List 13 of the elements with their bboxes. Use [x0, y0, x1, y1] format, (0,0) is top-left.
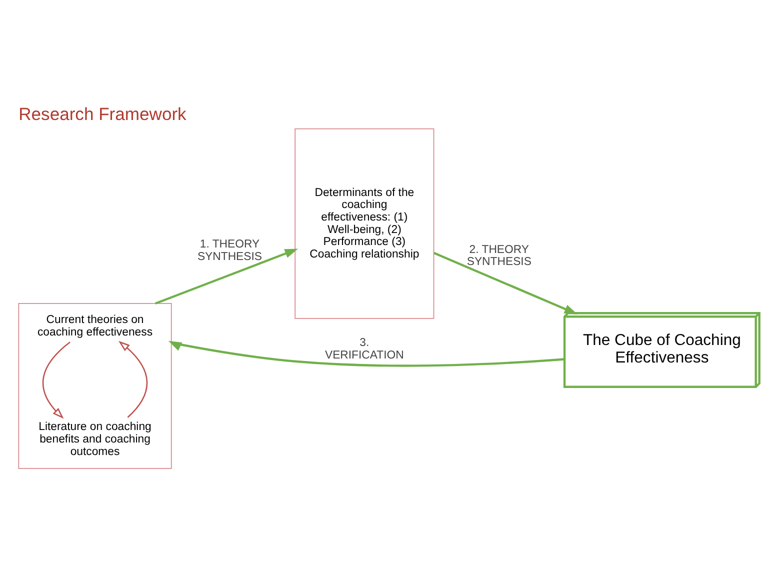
arrow [42, 342, 70, 419]
node-box: Determinants of the coaching effectiveness: (1) Well-being, (2) Performance (3) Coaching relationship [294, 128, 434, 319]
cluster [18, 303, 172, 469]
arrow [168, 340, 564, 367]
diagram-title: Research Framework [18, 104, 186, 124]
arrow [118, 340, 148, 418]
node-text: Current theories on coaching effectiveness [37, 314, 153, 338]
edge-label: 2. THEORY SYNTHESIS [466, 244, 532, 268]
edge-label: 1. THEORY SYNTHESIS [197, 238, 262, 263]
edge-label: 3. VERIFICATION [324, 336, 404, 362]
arrow [154, 248, 298, 304]
arrow [433, 252, 578, 314]
node-text: Literature on coaching benefits and coaching outcomes [38, 421, 152, 458]
